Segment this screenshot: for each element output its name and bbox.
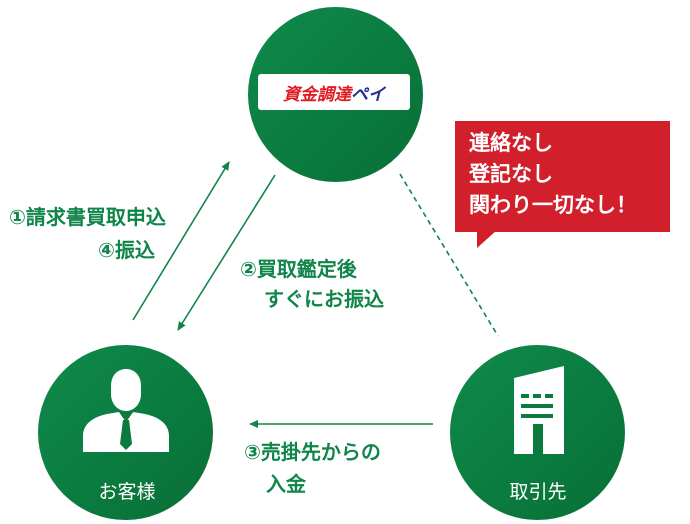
pay-service-logo: 資金調達ペイ — [258, 74, 410, 110]
partner-label: 取引先 — [509, 481, 567, 503]
callout-text: 連絡なし 登記なし 関わり一切なし！ — [469, 128, 637, 221]
arrow-apply — [132, 161, 230, 321]
dashed-no-contact-line — [399, 173, 499, 337]
logo-text-pay: ペイ — [351, 84, 385, 105]
callout-line2: 登記なし — [469, 162, 553, 186]
step2-text-line1: ②買取鑑定後 — [240, 257, 357, 281]
arrow-payout — [177, 174, 276, 331]
logo-text-main: 資金調達 — [283, 84, 351, 105]
step4-text: ④振込 — [98, 238, 155, 262]
customer-label: お客様 — [98, 481, 156, 503]
callout-tail — [477, 230, 497, 248]
businessman-icon — [83, 369, 169, 452]
step1-text: ①請求書買取申込 — [9, 205, 166, 229]
callout-line1: 連絡なし — [469, 131, 553, 155]
step3-text-line1: ③売掛先からの — [244, 440, 381, 464]
no-contact-callout — [455, 121, 670, 232]
building-icon — [514, 366, 564, 454]
step2-text-line2: すぐにお振込 — [264, 287, 384, 311]
step3-text-line2: 入金 — [266, 472, 306, 496]
callout-line3: 関わり一切なし！ — [469, 193, 637, 217]
